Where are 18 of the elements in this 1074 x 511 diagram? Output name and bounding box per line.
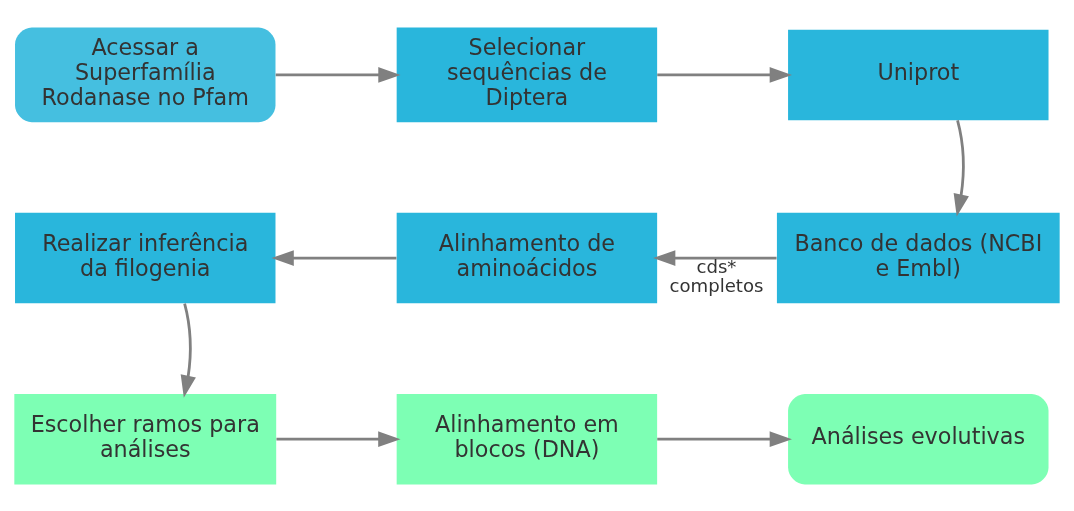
arrow <box>657 66 792 83</box>
arrow <box>271 249 397 266</box>
node-box: Selecionar sequências de Diptera <box>396 27 658 122</box>
arrow <box>180 302 196 398</box>
arrow <box>953 119 969 217</box>
arrow <box>653 249 777 266</box>
node-box: Análises evolutivas <box>788 393 1049 484</box>
node-box: Acessar a Superfamília Rodanase no Pfam <box>15 27 276 122</box>
node-box: Escolher ramos para análises <box>14 393 277 484</box>
arrow <box>275 66 401 83</box>
edge-label: cds* completos <box>669 255 764 296</box>
arrow <box>657 430 792 447</box>
node-box: Banco de dados (NCBI e Embl) <box>776 212 1060 303</box>
node-box: Realizar inferência da filogenia <box>15 212 276 303</box>
node-box: Alinhamento de aminoácidos <box>396 212 658 303</box>
arrow <box>276 430 401 447</box>
node-box: Uniprot <box>788 29 1049 120</box>
node-box: Alinhamento em blocos (DNA) <box>396 393 658 484</box>
